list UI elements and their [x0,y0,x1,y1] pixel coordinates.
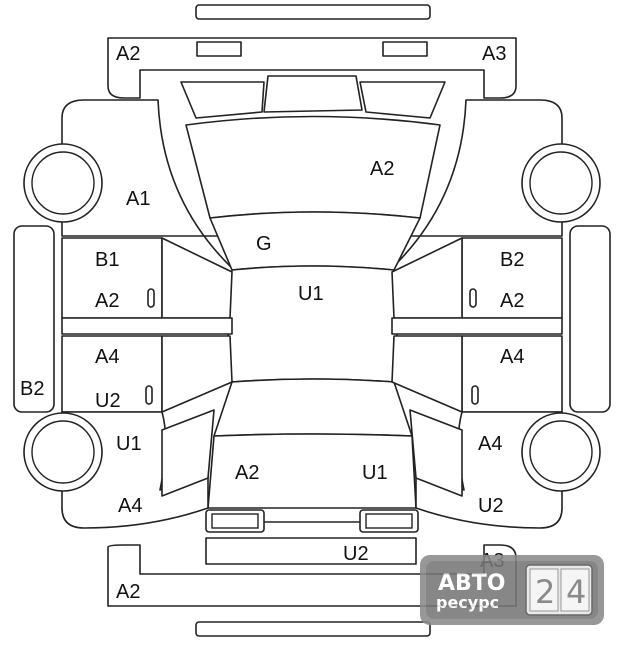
left-b-pillar [61,317,233,335]
rear-right-wheel-outer [521,412,601,492]
right-rear-handle [471,385,479,405]
label-left-front-door-b1: B1 [95,249,119,271]
label-right-front-door-a2: A2 [500,290,524,312]
right-taillight-inner [365,513,413,529]
watermark-word-bottom: ресурс [436,593,499,612]
label-windshield-g: G [256,233,272,255]
right-front-fender [391,99,563,269]
watermark-digit-1: 2 [535,573,555,611]
watermark-digit-cell-1 [529,568,559,612]
watermark-word-top: АВТО [438,571,506,596]
label-fender-a1: A1 [126,188,150,210]
grille-left [180,81,265,119]
left-taillight-inner [211,513,259,529]
label-trunk-u1: U1 [362,462,388,484]
label-right-quarter-a4: A4 [478,433,502,455]
watermark-digit-2: 4 [566,573,586,611]
right-quarter-window [409,409,463,497]
grille-center [263,75,363,113]
right-front-handle [469,288,477,308]
label-right-front-door-b2: B2 [500,249,524,271]
grille-right [359,81,446,119]
label-right-rear-door-a4: A4 [500,346,524,368]
right-headlight [382,41,428,57]
label-hood-a2: A2 [370,158,394,180]
left-taillight [205,509,265,533]
watermark-digit-cell-2 [560,568,590,612]
left-rear-handle [145,385,153,405]
label-left-front-door-a2: A2 [95,290,119,312]
rear-window [213,378,413,437]
rear-left-wheel-outer [23,412,103,492]
avtoresurs-watermark: АВТО ресурс 2 4 [420,555,604,625]
hood [185,115,441,219]
left-quarter-window [161,409,215,497]
rear-left-wheel-inner [31,420,95,484]
label-left-rear-door-a4: A4 [95,346,119,368]
label-rear-bumper-u2: U2 [343,543,369,565]
label-left-rear-fender-a4: A4 [118,495,142,517]
label-left-rear-door-u2: U2 [95,390,121,412]
label-left-sill-b2: B2 [20,378,44,400]
left-rear-door-window [161,335,233,413]
label-rear-a2: A2 [116,581,140,603]
right-b-pillar [391,317,563,335]
front-bumper-bar [195,4,431,20]
right-taillight [359,509,419,533]
front-right-wheel-outer [521,143,601,223]
front-right-wheel-inner [529,151,593,215]
windshield [209,211,421,271]
front-left-wheel-inner [31,151,95,215]
right-sill [569,225,611,413]
label-front-a2: A2 [116,43,140,65]
label-right-rear-fender-u2: U2 [478,495,504,517]
label-roof-u1: U1 [298,283,324,305]
label-front-a3: A3 [482,43,506,65]
rear-right-wheel-inner [529,420,593,484]
rear-bumper-bar [195,621,431,637]
left-headlight [196,41,242,57]
left-front-handle [147,288,155,308]
label-left-quarter-u1: U1 [116,433,142,455]
rear-bumper [205,537,417,565]
label-trunk-a2: A2 [235,462,259,484]
left-front-fender [61,99,233,269]
left-sill [13,225,55,413]
front-left-wheel-outer [23,143,103,223]
right-rear-door-window [391,335,463,413]
